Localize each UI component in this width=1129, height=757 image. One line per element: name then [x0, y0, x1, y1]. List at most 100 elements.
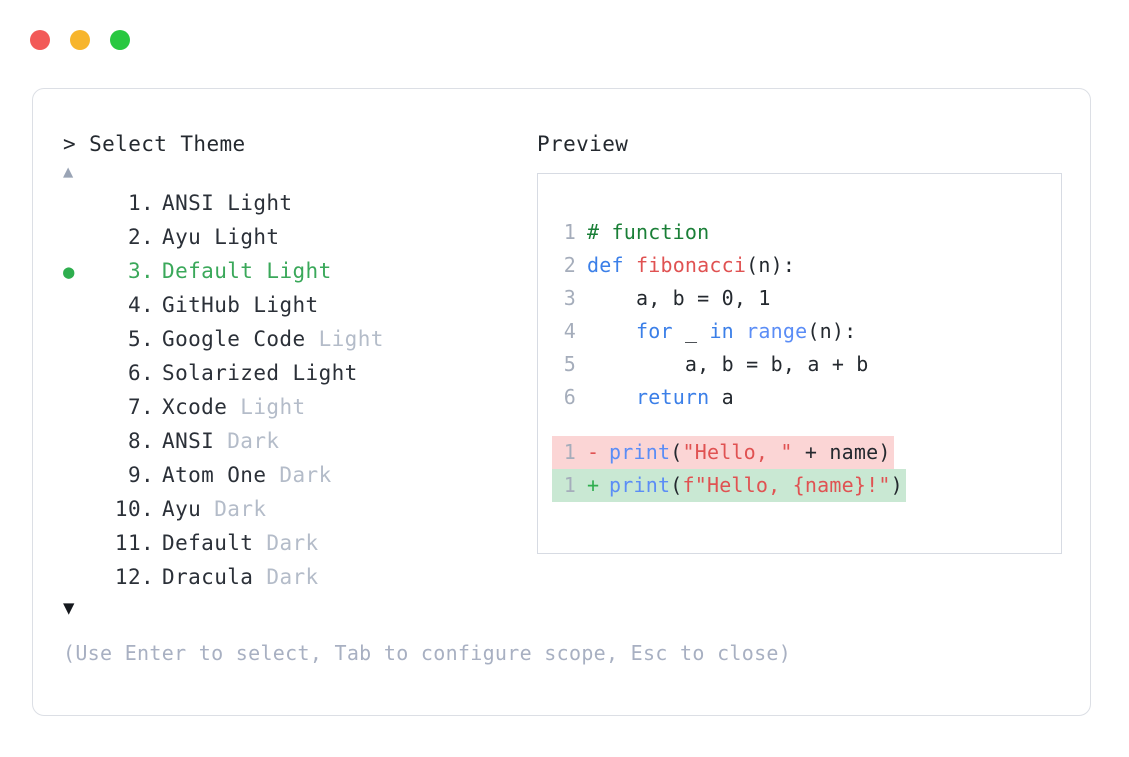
- code-token: a: [709, 385, 734, 409]
- theme-list-item[interactable]: ●12. Dracula Dark: [63, 561, 533, 595]
- theme-list-item[interactable]: ●8. ANSI Dark: [63, 425, 533, 459]
- theme-item-variant: Dark: [253, 565, 319, 589]
- prompt-label: > Select Theme: [63, 132, 246, 156]
- code-line-number: 1: [563, 220, 576, 244]
- theme-item-separator: .: [141, 327, 155, 351]
- code-token: (: [670, 440, 683, 464]
- theme-item-variant: Light: [253, 259, 332, 283]
- theme-item-number: 1: [127, 191, 141, 215]
- theme-item-variant: Light: [201, 225, 280, 249]
- theme-list: ●1. ANSI Light●2. Ayu Light●3. Default L…: [63, 187, 533, 595]
- theme-list-item[interactable]: ●11. Default Dark: [63, 527, 533, 561]
- code-token: range: [746, 319, 808, 343]
- selected-bullet-icon: ●: [63, 261, 75, 283]
- selected-bullet-icon: ●: [63, 426, 95, 459]
- code-line: 3 a, b = 0, 1: [552, 282, 1061, 315]
- code-token: [587, 319, 636, 343]
- theme-item-number: 8: [127, 429, 141, 453]
- theme-item-separator: .: [141, 497, 155, 521]
- theme-item-number: 10: [114, 497, 141, 521]
- theme-item-variant: Dark: [214, 429, 280, 453]
- code-line-number: 1: [563, 440, 576, 464]
- theme-item-name: Xcode: [149, 395, 228, 419]
- theme-item-name: Solarized: [149, 361, 280, 385]
- code-line-number: 5: [563, 352, 576, 376]
- maximize-window-button[interactable]: [110, 30, 130, 50]
- theme-selector-panel: > Select Theme ▲ ●1. ANSI Light●2. Ayu L…: [32, 88, 1091, 716]
- code-line-text: a, b = b, a + b: [587, 348, 869, 381]
- theme-item-separator: .: [141, 259, 155, 283]
- code-token: ,: [733, 286, 759, 310]
- theme-item-variant: Light: [240, 293, 319, 317]
- code-token: + name): [792, 440, 891, 464]
- code-token: [587, 385, 636, 409]
- theme-item-separator: .: [141, 225, 155, 249]
- code-token: (n):: [746, 253, 796, 277]
- theme-item-number: 6: [127, 361, 141, 385]
- code-line-text: a, b = 0, 1: [587, 282, 771, 315]
- code-token: 1: [758, 286, 771, 310]
- code-token: def: [587, 253, 636, 277]
- theme-item-name: Google Code: [149, 327, 306, 351]
- theme-item-variant: Light: [305, 327, 384, 351]
- scroll-up-icon[interactable]: ▲: [63, 162, 74, 182]
- code-line: 6 return a: [552, 381, 1061, 414]
- diff-line-content: - print("Hello, " + name): [587, 436, 894, 469]
- code-line-number: 1: [563, 473, 576, 497]
- code-token: a, b = b, a + b: [587, 352, 869, 376]
- theme-list-item[interactable]: ●10. Ayu Dark: [63, 493, 533, 527]
- theme-list-item[interactable]: ● 5. Google Code Light: [63, 323, 533, 357]
- keyboard-hint: (Use Enter to select, Tab to configure s…: [63, 641, 792, 665]
- selected-bullet-icon: ●: [63, 324, 95, 357]
- theme-item-number: 9: [127, 463, 141, 487]
- theme-list-item[interactable]: ●1. ANSI Light: [63, 187, 533, 221]
- code-token: (: [670, 473, 683, 497]
- theme-item-number: 5: [127, 327, 141, 351]
- selected-bullet-icon: ●: [63, 392, 95, 425]
- selected-bullet-icon: ●: [63, 494, 95, 527]
- theme-selector-column: > Select Theme ▲ ●1. ANSI Light●2. Ayu L…: [63, 129, 533, 621]
- theme-item-variant: Dark: [253, 531, 319, 555]
- code-token: "Hello, ": [682, 440, 793, 464]
- theme-item-variant: Dark: [201, 497, 267, 521]
- theme-list-item[interactable]: ●3. Default Light: [63, 255, 533, 289]
- theme-item-separator: .: [141, 361, 155, 385]
- theme-item-number: 7: [127, 395, 141, 419]
- code-line-number: 4: [563, 319, 576, 343]
- theme-item-variant: Light: [279, 361, 358, 385]
- diff-line-gutter: 1: [552, 436, 587, 469]
- diff-added-line: 1 + print(f"Hello, {name}!"): [552, 469, 1061, 502]
- theme-list-item[interactable]: ●2. Ayu Light: [63, 221, 533, 255]
- code-token: a, b =: [587, 286, 722, 310]
- code-line-text: print(f"Hello, {name}!"): [609, 469, 903, 502]
- code-token: ): [890, 473, 903, 497]
- code-line-number: 2: [563, 253, 576, 277]
- window-traffic-lights: [30, 30, 130, 50]
- minimize-window-button[interactable]: [70, 30, 90, 50]
- code-token: 0: [721, 286, 734, 310]
- theme-item-number: 4: [127, 293, 141, 317]
- diff-line-content: + print(f"Hello, {name}!"): [587, 469, 906, 502]
- code-token: f"Hello, {name}!": [682, 473, 891, 497]
- theme-list-item[interactable]: ●7. Xcode Light: [63, 391, 533, 425]
- theme-list-item[interactable]: ●4. GitHub Light: [63, 289, 533, 323]
- theme-item-separator: .: [141, 191, 155, 215]
- theme-list-item[interactable]: ●9. Atom One Dark: [63, 459, 533, 493]
- diff-sample: 1 - print("Hello, " + name) 1 + print(f"Hel…: [552, 436, 1061, 502]
- theme-item-number: 12: [114, 565, 141, 589]
- close-window-button[interactable]: [30, 30, 50, 50]
- code-token: print: [609, 473, 671, 497]
- theme-item-variant: Light: [214, 191, 293, 215]
- code-token: # function: [587, 220, 710, 244]
- scroll-down-icon[interactable]: ▼: [63, 597, 75, 619]
- theme-item-number: 3: [127, 259, 141, 283]
- selected-bullet-icon: ●: [63, 290, 95, 323]
- code-line: 1 # function: [552, 216, 1061, 249]
- theme-list-item[interactable]: ●6. Solarized Light: [63, 357, 533, 391]
- code-line-text: return a: [587, 381, 734, 414]
- code-token: [734, 319, 746, 343]
- code-token: return: [635, 385, 710, 409]
